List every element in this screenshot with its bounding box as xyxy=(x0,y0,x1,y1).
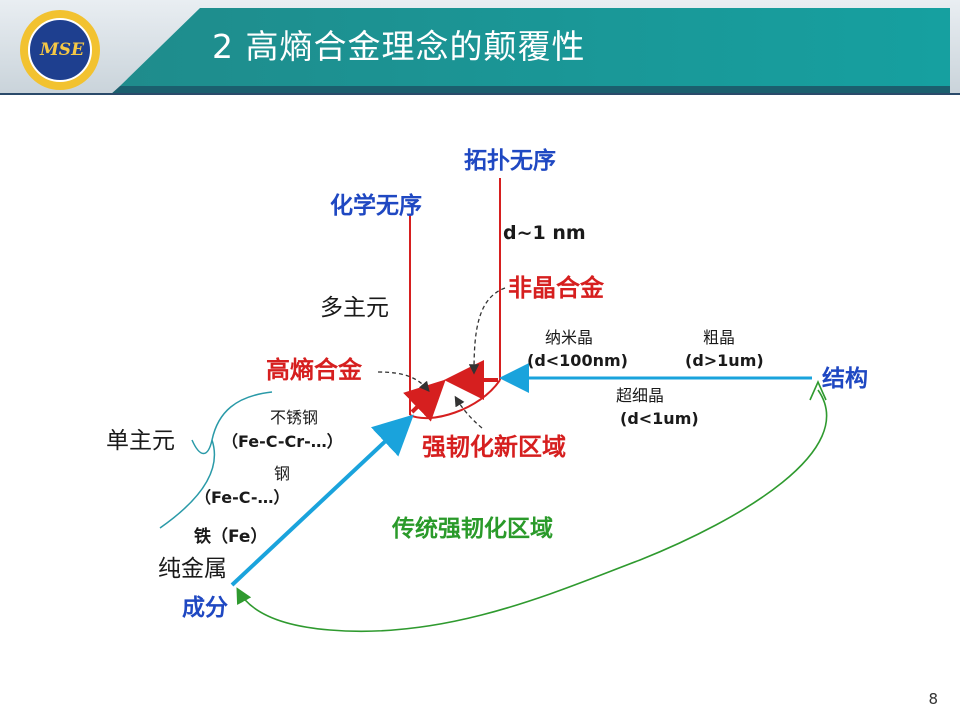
slide-title: 2 高熵合金理念的颠覆性 xyxy=(212,27,586,66)
label-steel: 钢 xyxy=(274,464,291,483)
label-stainless-formula: （Fe-C-Cr-…） xyxy=(222,432,343,451)
label-d-1nm: d~1 nm xyxy=(503,222,586,244)
dashed-pointer-amorphous xyxy=(468,287,506,375)
label-nanocrystal: 纳米晶 xyxy=(545,328,594,347)
composition-axis xyxy=(230,414,414,587)
label-traditional-region: 传统强韧化区域 xyxy=(392,516,553,542)
label-single-principal: 单主元 xyxy=(106,428,175,454)
traditional-region-loop xyxy=(236,389,828,633)
mse-logo: MSE xyxy=(20,10,100,90)
label-amorphous-alloy: 非晶合金 xyxy=(508,274,604,302)
dashed-pointer-hea xyxy=(377,371,430,392)
page-number: 8 xyxy=(928,690,938,708)
red-arrow-diagonal xyxy=(403,379,446,422)
label-high-entropy-alloy: 高熵合金 xyxy=(266,356,362,384)
single-principal-brace xyxy=(159,391,273,529)
label-coarse-size: (d>1um) xyxy=(685,351,764,370)
label-new-region: 强韧化新区域 xyxy=(422,433,566,461)
label-steel-formula: （Fe-C-…） xyxy=(195,488,290,507)
label-composition: 成分 xyxy=(182,595,228,621)
traditional-region-arrowhead-top xyxy=(809,380,827,401)
header-banner: MSE 2 高熵合金理念的颠覆性 xyxy=(0,0,960,95)
logo-text: MSE xyxy=(39,40,85,60)
label-coarse-crystal: 粗晶 xyxy=(703,328,736,347)
label-pure-metal: 纯金属 xyxy=(158,556,227,582)
dashed-pointer-new-region xyxy=(454,395,483,429)
label-iron: 铁（Fe） xyxy=(194,527,268,547)
label-multi-principal: 多主元 xyxy=(320,295,389,321)
label-ultrafine: 超细晶 xyxy=(616,386,665,405)
label-topology-disorder: 拓扑无序 xyxy=(464,148,556,174)
label-chemical-disorder: 化学无序 xyxy=(330,193,422,219)
label-structure: 结构 xyxy=(822,366,868,392)
label-stainless-steel: 不锈钢 xyxy=(270,408,319,427)
label-nanocrystal-size: (d<100nm) xyxy=(527,351,628,370)
banner-background xyxy=(0,0,960,95)
label-ultrafine-size: (d<1um) xyxy=(620,409,699,428)
